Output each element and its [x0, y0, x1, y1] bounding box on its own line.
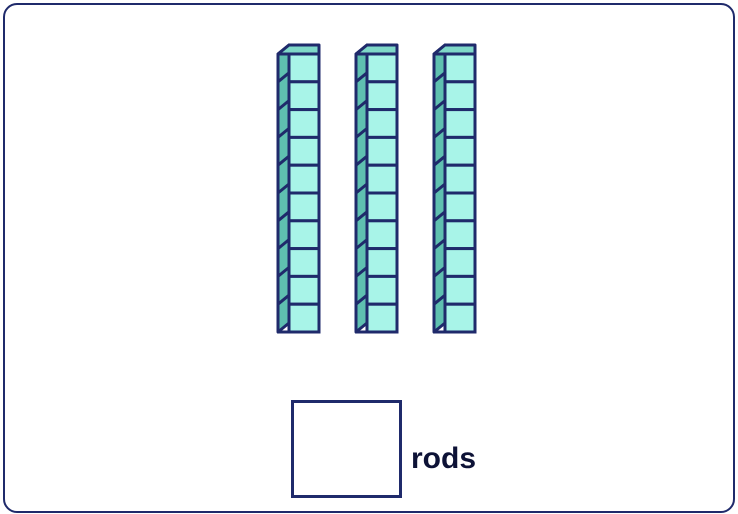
cube-side-divider [277, 238, 290, 250]
cube-side-divider [355, 210, 368, 222]
cube-side-divider [433, 99, 446, 111]
cube-side-divider [277, 266, 290, 278]
cube-side-divider [277, 294, 290, 306]
unit-cube [443, 135, 477, 167]
unit-cube [365, 302, 399, 334]
cube-side-divider [433, 182, 446, 195]
unit-cube [287, 191, 321, 223]
cube-side-divider [277, 210, 290, 222]
unit-cube [365, 135, 399, 167]
unit-cube [365, 247, 399, 278]
cube-side-divider [355, 71, 368, 83]
unit-cube [443, 302, 477, 334]
unit-cube [287, 135, 321, 167]
unit-cube [287, 163, 321, 195]
unit-cube [365, 108, 399, 139]
unit-cube [365, 219, 399, 251]
unit-cube [287, 219, 321, 251]
cube-side-divider [433, 266, 446, 278]
cube-side-divider [355, 238, 368, 250]
unit-cube [365, 191, 399, 223]
cube-side-divider [277, 127, 290, 139]
cube-side-divider [355, 182, 368, 195]
unit-cube [443, 219, 477, 251]
cube-side-divider [277, 71, 290, 83]
cube-side-divider [277, 99, 290, 111]
unit-cube [443, 108, 477, 139]
rod-1 [276, 43, 321, 334]
unit-cube [365, 80, 399, 112]
cube-side-divider [433, 210, 446, 222]
unit-cube [287, 247, 321, 278]
answer-unit-label: rods [411, 442, 477, 475]
unit-cube [365, 274, 399, 306]
cube-side-divider [277, 182, 290, 195]
unit-cube [287, 302, 321, 334]
unit-cube [287, 274, 321, 306]
unit-cube [365, 163, 399, 195]
cube-side-divider [355, 127, 368, 139]
cube-side-divider [277, 155, 290, 167]
unit-cube [365, 52, 399, 84]
cube-side-divider [355, 99, 368, 111]
unit-cube [443, 52, 477, 84]
unit-cube [443, 191, 477, 223]
cube-side-divider [355, 155, 368, 167]
unit-cube [287, 108, 321, 139]
unit-cube [287, 80, 321, 112]
unit-cube [443, 247, 477, 278]
unit-cube [443, 163, 477, 195]
unit-cube [287, 52, 321, 84]
cube-side-divider [433, 294, 446, 306]
unit-cube [443, 80, 477, 112]
rod-3 [432, 43, 477, 334]
cube-side-divider [355, 294, 368, 306]
answer-input-box[interactable] [291, 400, 402, 498]
unit-cube [443, 274, 477, 306]
cube-side-divider [433, 155, 446, 167]
cube-side-divider [433, 127, 446, 139]
cube-side-divider [433, 71, 446, 83]
rod-2 [354, 43, 399, 334]
cube-side-divider [433, 238, 446, 250]
cube-side-divider [355, 266, 368, 278]
